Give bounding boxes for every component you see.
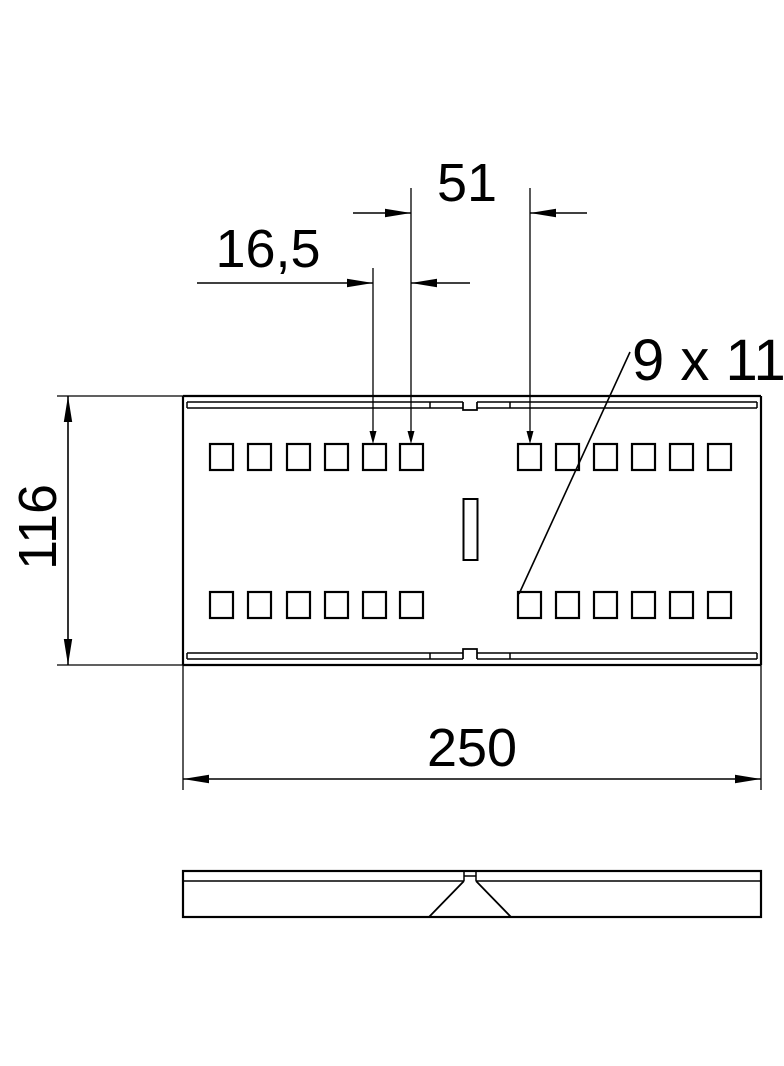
hem-bottom-seam-ticks bbox=[429, 653, 511, 659]
dim-51-hole-arrow-right bbox=[526, 431, 534, 444]
perforation-hole bbox=[398, 590, 425, 620]
dim-16-5-arrowhead-left bbox=[347, 278, 373, 288]
perforation-hole bbox=[630, 442, 657, 472]
dim-116-arrowhead-bottom bbox=[63, 639, 73, 665]
side-view-outline bbox=[181, 869, 763, 919]
perforation-hole bbox=[516, 590, 543, 620]
dim-116-arrowhead-top bbox=[63, 396, 73, 422]
perforation-hole bbox=[516, 442, 543, 472]
dimension-116: 116 bbox=[8, 395, 183, 666]
dim-16-5-label: 16,5 bbox=[215, 219, 320, 279]
dim-250-arrowhead-left bbox=[183, 774, 209, 784]
perforation-hole bbox=[361, 442, 388, 472]
perforation-hole bbox=[554, 442, 581, 472]
plan-view bbox=[181, 394, 763, 667]
dim-250-label: 250 bbox=[427, 718, 517, 778]
hem-bottom-end-ticks bbox=[186, 653, 758, 659]
bottom-center-notch bbox=[462, 648, 478, 659]
perforation-hole bbox=[323, 442, 350, 472]
dimension-16-5: 16,5 bbox=[197, 219, 470, 444]
side-view-angled-joint-lines bbox=[428, 880, 512, 918]
dim-51-arrowhead-left bbox=[385, 208, 411, 218]
side-view-center-tab bbox=[463, 871, 477, 881]
perforation-hole bbox=[361, 590, 388, 620]
side-view bbox=[181, 869, 763, 919]
dimension-51: 51 bbox=[353, 153, 587, 444]
dim-250-arrowhead-right bbox=[735, 774, 761, 784]
perforation-hole bbox=[398, 442, 425, 472]
perforation-hole bbox=[285, 590, 312, 620]
dim-116-label: 116 bbox=[8, 484, 68, 570]
perforation-hole bbox=[246, 590, 273, 620]
dim-51-label: 51 bbox=[437, 153, 497, 213]
dim-51-arrowhead-right bbox=[530, 208, 556, 218]
perforation-hole bbox=[706, 442, 733, 472]
hole-size-leader-line bbox=[518, 351, 631, 595]
perforation-hole bbox=[246, 442, 273, 472]
hole-size-label: 9 x 11 bbox=[632, 328, 784, 393]
perforation-hole bbox=[285, 442, 312, 472]
hole-size-callout: 9 x 11 bbox=[518, 328, 784, 595]
dimension-250: 250 bbox=[182, 665, 762, 790]
dim-51-hole-arrow-left bbox=[407, 431, 415, 444]
perforation-hole bbox=[630, 590, 657, 620]
perforation-hole bbox=[668, 590, 695, 620]
perforation-hole bbox=[208, 442, 235, 472]
top-center-notch bbox=[462, 402, 478, 411]
perforation-hole bbox=[668, 442, 695, 472]
perforation-hole bbox=[592, 590, 619, 620]
perforation-hole bbox=[208, 590, 235, 620]
center-slot bbox=[462, 498, 479, 561]
perforation-hole bbox=[554, 590, 581, 620]
perforation-hole bbox=[592, 442, 619, 472]
dim-16-5-hole-arrow bbox=[369, 431, 377, 444]
perforation-hole bbox=[706, 590, 733, 620]
perforation-hole bbox=[323, 590, 350, 620]
dim-16-5-arrowhead-right bbox=[411, 278, 437, 288]
hem-top-end-ticks bbox=[186, 402, 758, 408]
perforation-holes bbox=[208, 442, 733, 620]
hem-top-seam-ticks bbox=[429, 402, 511, 408]
